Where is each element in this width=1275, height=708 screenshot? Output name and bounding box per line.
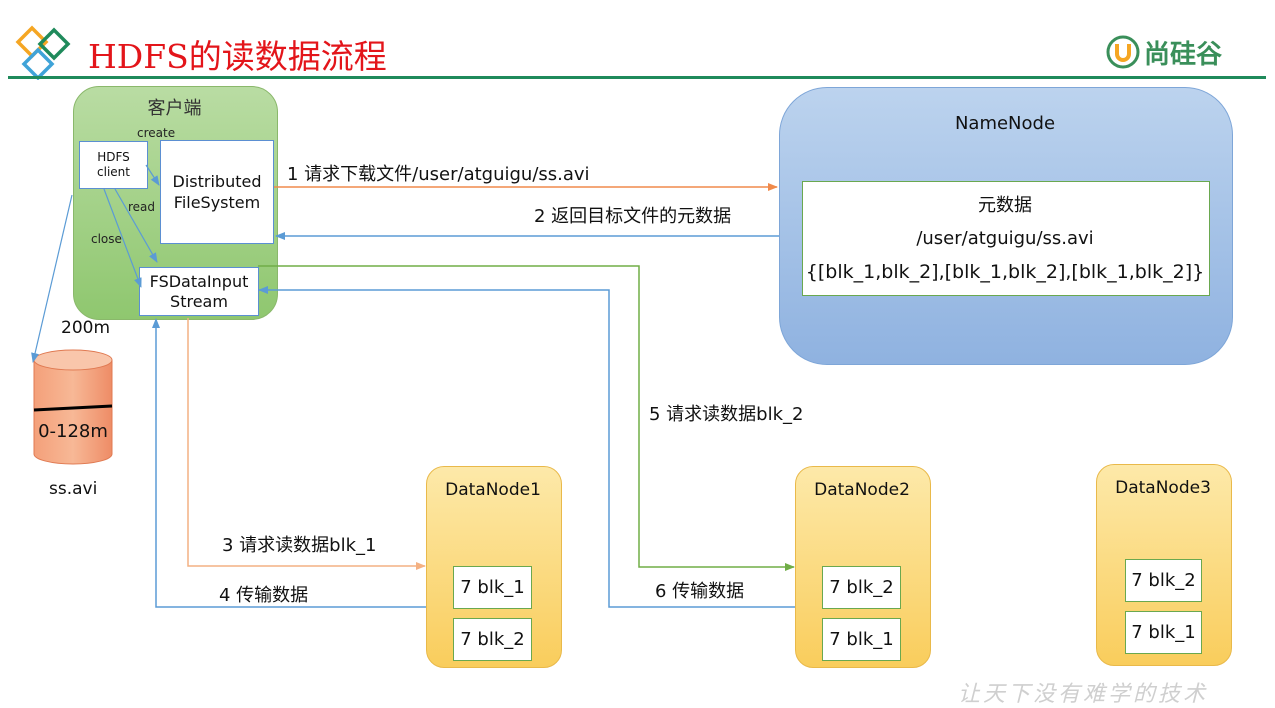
step1-label: 1 请求下载文件/user/atguigu/ss.avi	[287, 164, 590, 185]
step3-label: 3 请求读数据blk_1	[222, 535, 377, 556]
metadata-box	[802, 181, 1210, 296]
step5-label: 5 请求读数据blk_2	[649, 404, 804, 425]
datanode1-block: 7 blk_1	[453, 566, 532, 609]
create-label: create	[137, 126, 176, 140]
datanode2-title: DataNode2	[814, 480, 910, 500]
step3-arrow	[187, 318, 426, 570]
brand: 尚硅谷	[1106, 34, 1222, 70]
read-arrow	[114, 188, 158, 263]
distributed-filesystem-box: Distributed FileSystem	[160, 140, 274, 244]
read-label: read	[128, 200, 156, 214]
datanode1-block: 7 blk_2	[453, 618, 532, 661]
datanode3-block: 7 blk_2	[1125, 559, 1202, 602]
file-range-label: 0-128m	[38, 421, 108, 442]
hdfs-client-box: HDFS client	[79, 141, 148, 189]
hdfs-client-label: HDFS client	[97, 150, 130, 179]
namenode-title: NameNode	[954, 113, 1056, 134]
step6-arrow	[258, 286, 795, 608]
metadata-path: /user/atguigu/ss.avi	[916, 228, 1094, 249]
fsdatainputstream-box: FSDataInputStream	[139, 267, 259, 316]
metadata-title: 元数据	[978, 195, 1032, 216]
file-arrow	[31, 194, 73, 363]
datanode3-title: DataNode3	[1115, 478, 1211, 498]
fsdatainputstream-label: FSDataInputStream	[149, 271, 249, 311]
step5-arrow	[258, 265, 795, 571]
u-logo-icon	[1106, 35, 1140, 69]
datanode2-block: 7 blk_2	[822, 566, 901, 609]
datanode1-title: DataNode1	[445, 480, 541, 500]
file-name-label: ss.avi	[49, 479, 98, 499]
datanode2-block: 7 blk_1	[822, 618, 901, 661]
step4-label: 4 传输数据	[219, 585, 309, 606]
distributed-filesystem-label: Distributed FileSystem	[172, 172, 262, 212]
create-arrow	[145, 164, 160, 186]
file-size-label: 200m	[61, 318, 111, 338]
file-cylinder-icon	[33, 349, 113, 465]
brand-name: 尚硅谷	[1144, 39, 1223, 70]
client-title: 客户端	[147, 98, 202, 119]
close-label: close	[91, 232, 122, 246]
footer-slogan: 让天下没有难学的技术	[958, 682, 1209, 707]
metadata-blocks: {[blk_1,blk_2],[blk_1,blk_2],[blk_1,blk_…	[805, 261, 1205, 283]
datanode3-block: 7 blk_1	[1125, 611, 1202, 654]
step4-arrow	[152, 318, 426, 608]
step2-label: 2 返回目标文件的元数据	[534, 206, 732, 227]
page-title: HDFS的读数据流程	[88, 37, 387, 76]
header-divider	[8, 76, 1266, 79]
step6-label: 6 传输数据	[655, 581, 745, 602]
close-arrow	[103, 188, 142, 288]
